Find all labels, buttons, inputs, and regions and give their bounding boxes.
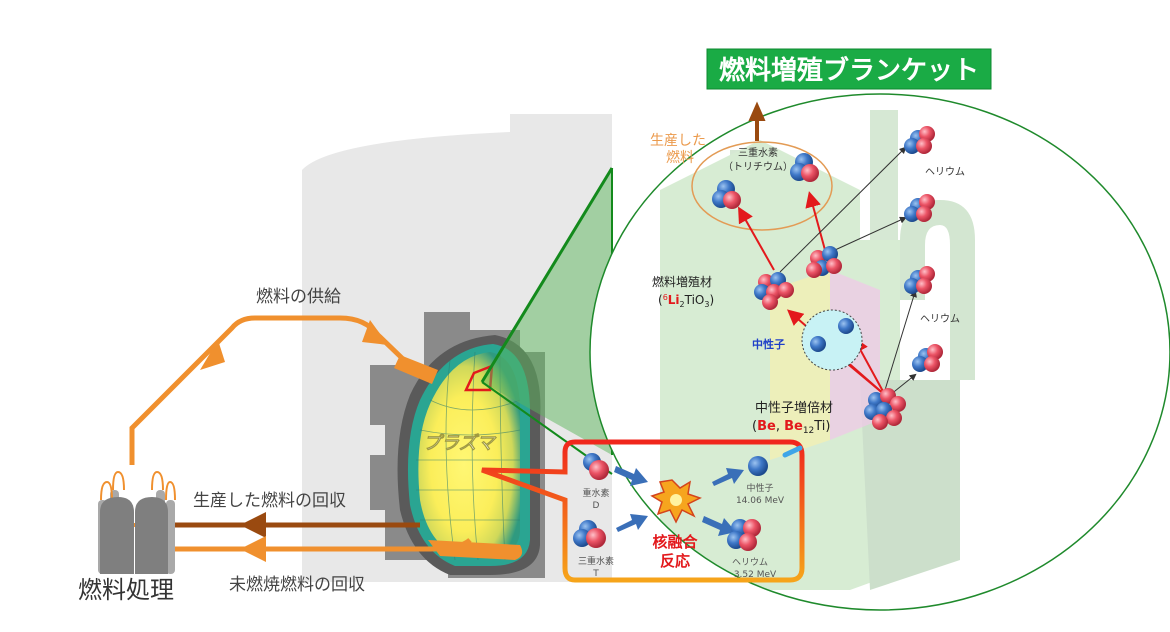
helium-label-1: ヘリウム — [925, 166, 965, 178]
helium-atom-4 — [912, 344, 943, 372]
beryllium-nucleus — [864, 388, 906, 430]
produced-fuel-ellipse — [691, 141, 833, 231]
tritium-atom — [573, 520, 606, 548]
output-helium — [727, 519, 761, 551]
deuterium-atom — [583, 453, 609, 480]
fuel-processing-plant — [98, 470, 176, 574]
unburned-recovery-label: 未燃焼燃料の回収 — [229, 575, 365, 595]
tritium-label-2: （トリチウム） — [723, 161, 793, 173]
multiplier-label: 中性子増倍材 — [755, 401, 833, 416]
wall-grid — [416, 351, 521, 561]
output-helium-energy: 3.52 MeV — [734, 570, 777, 580]
tritium-atom-1 — [712, 180, 741, 209]
title: 燃料増殖ブランケット — [719, 55, 979, 86]
produced-recovery-arrow — [240, 512, 266, 538]
plasma — [418, 352, 521, 556]
breeder-label: 燃料増殖材 — [652, 274, 712, 289]
fuel-supply-label: 燃料の供給 — [256, 287, 341, 307]
neutron-zone — [801, 309, 863, 371]
tritium-label: 三重水素 — [578, 555, 614, 567]
fusion-input-arrows — [614, 466, 744, 536]
produced-recovery-label: 生産した燃料の回収 — [193, 491, 346, 511]
blanket-zoom-marker — [464, 364, 494, 392]
fuel-processing-label: 燃料処理 — [78, 576, 174, 604]
fusion-callout-box — [481, 439, 805, 583]
helium-atom-2 — [904, 194, 935, 222]
helium-label-2: ヘリウム — [920, 313, 960, 325]
breeder-formula: (6Li2TiO3) — [658, 293, 714, 309]
zoom-cone — [482, 168, 612, 455]
tritium-symbol: T — [592, 569, 599, 579]
produced-fuel-up-arrow — [748, 101, 766, 141]
title-box — [706, 48, 992, 90]
unburned-recovery-arrow — [240, 536, 266, 562]
blanket-circle — [589, 93, 1170, 611]
divertor-pump — [428, 540, 523, 560]
output-helium-label: ヘリウム — [732, 557, 768, 568]
multiplier-formula: (Be, Be12Ti) — [752, 419, 831, 436]
injector — [394, 355, 438, 384]
deuterium-label: 重水素 — [582, 487, 609, 499]
lithium-nucleus — [754, 272, 794, 310]
produced-fuel-label-2: 燃料 — [666, 149, 694, 166]
fusion-reaction-label-2: 反応 — [660, 552, 690, 570]
produced-fuel-label-1: 生産した — [650, 133, 706, 149]
supply-arrow-head-1 — [200, 340, 225, 370]
neutron-streak — [782, 445, 803, 458]
neutron-label: 中性子 — [752, 337, 785, 351]
helium-atom-1 — [904, 126, 935, 154]
output-neutron-energy: 14.06 MeV — [736, 496, 785, 506]
output-neutron-label: 中性子 — [746, 482, 773, 494]
helium-atom-3 — [904, 266, 935, 294]
deuterium-symbol: D — [593, 501, 600, 511]
plasma-label: プラズマ — [423, 433, 498, 454]
tritium-label-1: 三重水素 — [738, 146, 778, 159]
tritium-atom-2 — [790, 153, 819, 182]
output-neutron — [748, 456, 768, 476]
supply-arrow-head-2 — [362, 320, 388, 345]
neutron-particles — [810, 318, 854, 352]
lithium-nucleus-2 — [806, 246, 842, 278]
fusion-reaction-label-1: 核融合 — [652, 533, 698, 551]
